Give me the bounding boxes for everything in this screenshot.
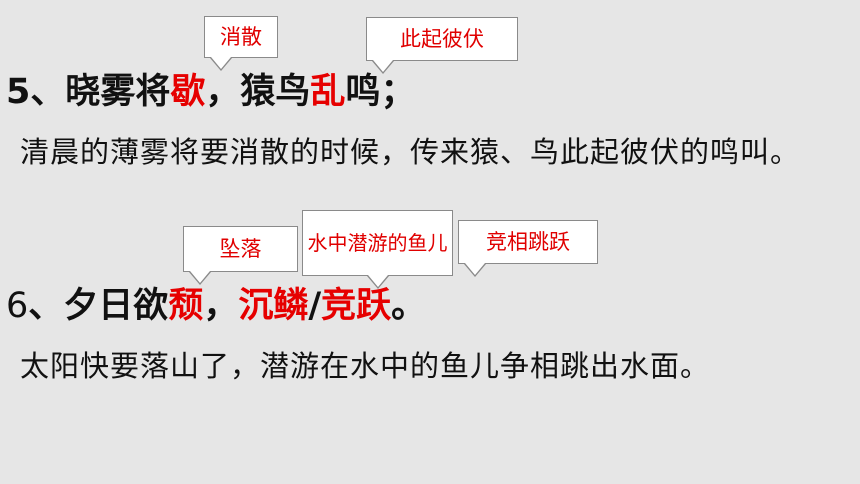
text-part: 夕日欲 <box>63 286 169 326</box>
callout-text: 此起彼伏 <box>400 26 484 51</box>
callout-text: 坠落 <box>219 236 262 261</box>
separator: 、 <box>30 72 66 112</box>
callout-text: 水中潜游的鱼儿 <box>307 230 448 255</box>
text-part: ，猿鸟 <box>205 72 311 112</box>
keyword-tui: 颓 <box>168 286 204 326</box>
callout-ciqibifu: 此起彼伏 <box>366 17 518 74</box>
callout-jingxiang: 竞相跳跃 <box>458 220 598 277</box>
keyword-chenlin: 沉鳞 <box>238 286 309 326</box>
callout-zhuiluo: 坠落 <box>183 226 298 285</box>
keyword-xie: 歇 <box>170 72 206 112</box>
sentence-number: 6 <box>6 286 29 326</box>
callout-xiaosan: 消散 <box>204 16 278 71</box>
callout-text: 竞相跳跃 <box>486 229 570 254</box>
callout-text: 消散 <box>220 24 262 49</box>
text-part: 晓雾将 <box>65 72 171 112</box>
keyword-luan: 乱 <box>310 72 346 112</box>
text-part: ， <box>203 286 239 326</box>
translation-6: 太阳快要落山了，潜游在水中的鱼儿争相跳出水面。 <box>20 349 711 383</box>
text-part: 鸣； <box>345 72 416 112</box>
separator: 、 <box>28 286 64 326</box>
slash: / <box>308 286 322 326</box>
keyword-jingyue: 竞跃 <box>321 286 392 326</box>
translation-5: 清晨的薄雾将要消散的时候，传来猿、鸟此起彼伏的鸣叫。 <box>20 135 801 169</box>
sentence-5-heading: 5、晓雾将歇，猿鸟乱鸣； <box>6 75 415 110</box>
text-part: 。 <box>391 286 427 326</box>
sentence-6-heading: 6、夕日欲颓，沉鳞/竞跃。 <box>6 289 426 324</box>
callout-yuer: 水中潜游的鱼儿 <box>302 210 453 289</box>
sentence-number: 5 <box>6 72 31 112</box>
